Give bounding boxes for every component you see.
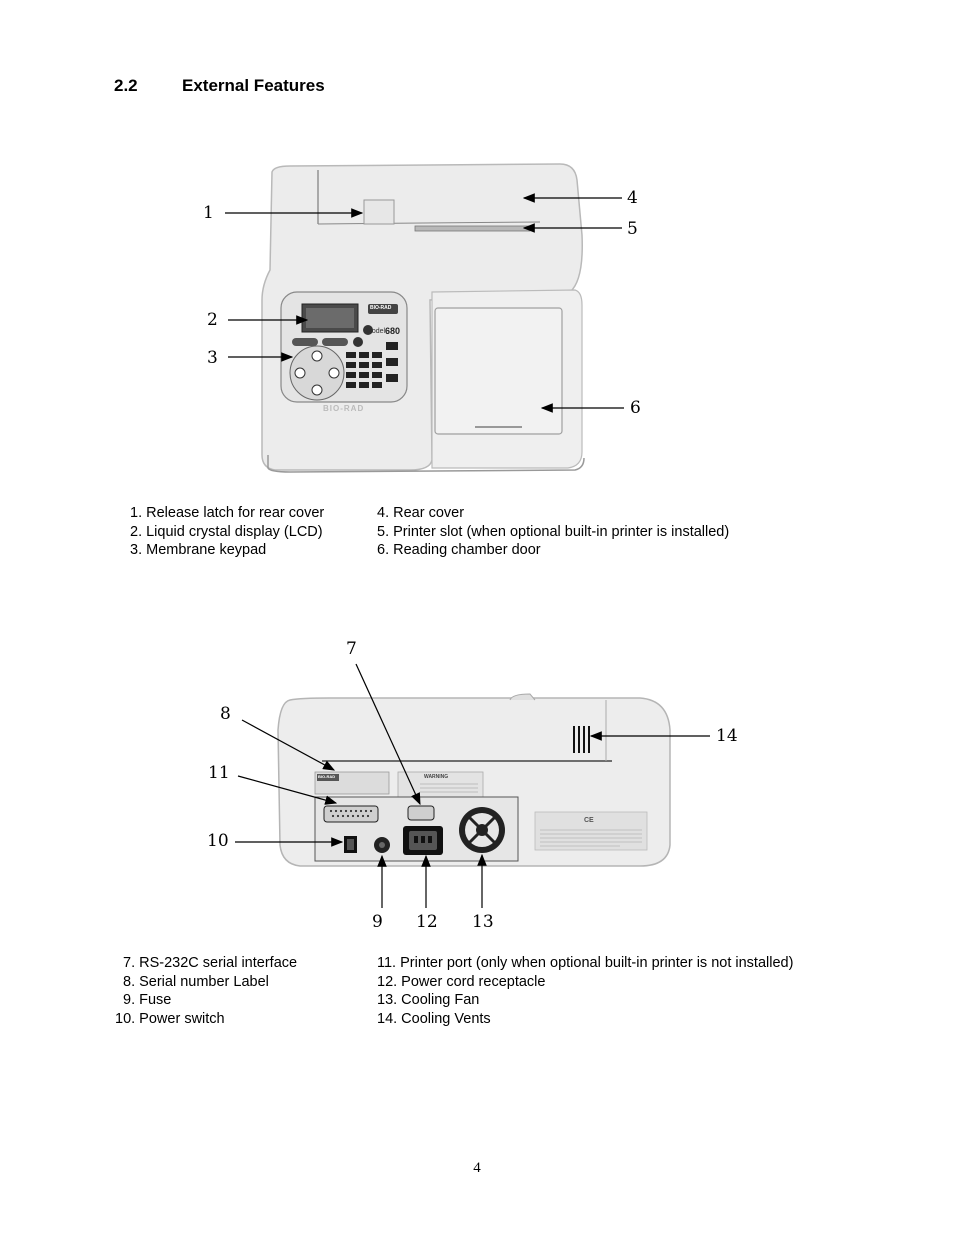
legend-rear-right: 11. Printer port (only when optional bui… bbox=[377, 954, 793, 1029]
cooling-vents bbox=[573, 726, 590, 753]
legend-item: 8. Serial number Label bbox=[123, 973, 269, 990]
arrow-keypad bbox=[289, 345, 345, 401]
callout-1: 1 bbox=[203, 203, 214, 223]
legend-item: 12. Power cord receptacle bbox=[377, 973, 546, 990]
callout-13: 13 bbox=[472, 912, 494, 932]
cooling-fan bbox=[459, 807, 505, 853]
legend-item: 4. Rear cover bbox=[377, 505, 465, 521]
legend-item: 9. Fuse bbox=[123, 992, 172, 1009]
callout-8: 8 bbox=[220, 704, 231, 724]
legend-front-left: 1. Release latch for rear cover 2. Liqui… bbox=[130, 504, 324, 560]
legend-item: 1. Release latch for rear cover bbox=[130, 505, 325, 521]
callout-3: 3 bbox=[207, 348, 218, 368]
printer-port bbox=[323, 805, 379, 823]
model-number: 680 bbox=[385, 326, 401, 336]
legend-front-right: 4. Rear cover 5. Printer slot (when opti… bbox=[377, 504, 729, 560]
callout-5: 5 bbox=[627, 219, 638, 239]
legend-item: 5. Printer slot (when optional built-in … bbox=[377, 523, 730, 540]
serial-port bbox=[407, 805, 435, 821]
section-number: 2.2 bbox=[114, 76, 138, 95]
callout-6: 6 bbox=[630, 398, 641, 418]
base-brand-label: BIO-RAD bbox=[323, 404, 365, 413]
section-title: External Features bbox=[182, 76, 325, 95]
callout-4: 4 bbox=[627, 188, 638, 208]
callout-11: 11 bbox=[208, 763, 230, 783]
callout-12: 12 bbox=[416, 912, 438, 932]
callout-2: 2 bbox=[207, 310, 218, 330]
legend-item: 2. Liquid crystal display (LCD) bbox=[130, 523, 323, 540]
legend-item: 3. Membrane keypad bbox=[130, 542, 267, 559]
legend-rear-left: 7. RS-232C serial interface 8. Serial nu… bbox=[115, 954, 297, 1029]
legend-item: 14. Cooling Vents bbox=[377, 1011, 491, 1028]
callout-9: 9 bbox=[372, 912, 383, 932]
number-keys bbox=[346, 342, 398, 388]
rear-warning-text: WARNING bbox=[424, 774, 449, 780]
model-prefix: Model bbox=[366, 328, 386, 335]
ce-label bbox=[534, 811, 648, 851]
callout-14: 14 bbox=[716, 726, 738, 746]
rear-serial-brand: BIO-RAD bbox=[318, 774, 336, 779]
legend-item: 10. Power switch bbox=[115, 1011, 225, 1028]
brand-badge: BIO-RAD bbox=[370, 305, 392, 311]
callout-10: 10 bbox=[207, 831, 229, 851]
callout-7: 7 bbox=[346, 639, 357, 659]
release-latch bbox=[363, 199, 395, 225]
page-number: 4 bbox=[473, 1160, 481, 1176]
rear-ce-mark: CE bbox=[584, 817, 594, 824]
legend-item: 6. Reading chamber door bbox=[377, 542, 541, 559]
reading-chamber-door bbox=[434, 307, 563, 435]
legend-item: 7. RS-232C serial interface bbox=[123, 955, 298, 971]
legend-item: 11. Printer port (only when optional bui… bbox=[377, 955, 794, 971]
legend-item: 13. Cooling Fan bbox=[377, 992, 480, 1009]
